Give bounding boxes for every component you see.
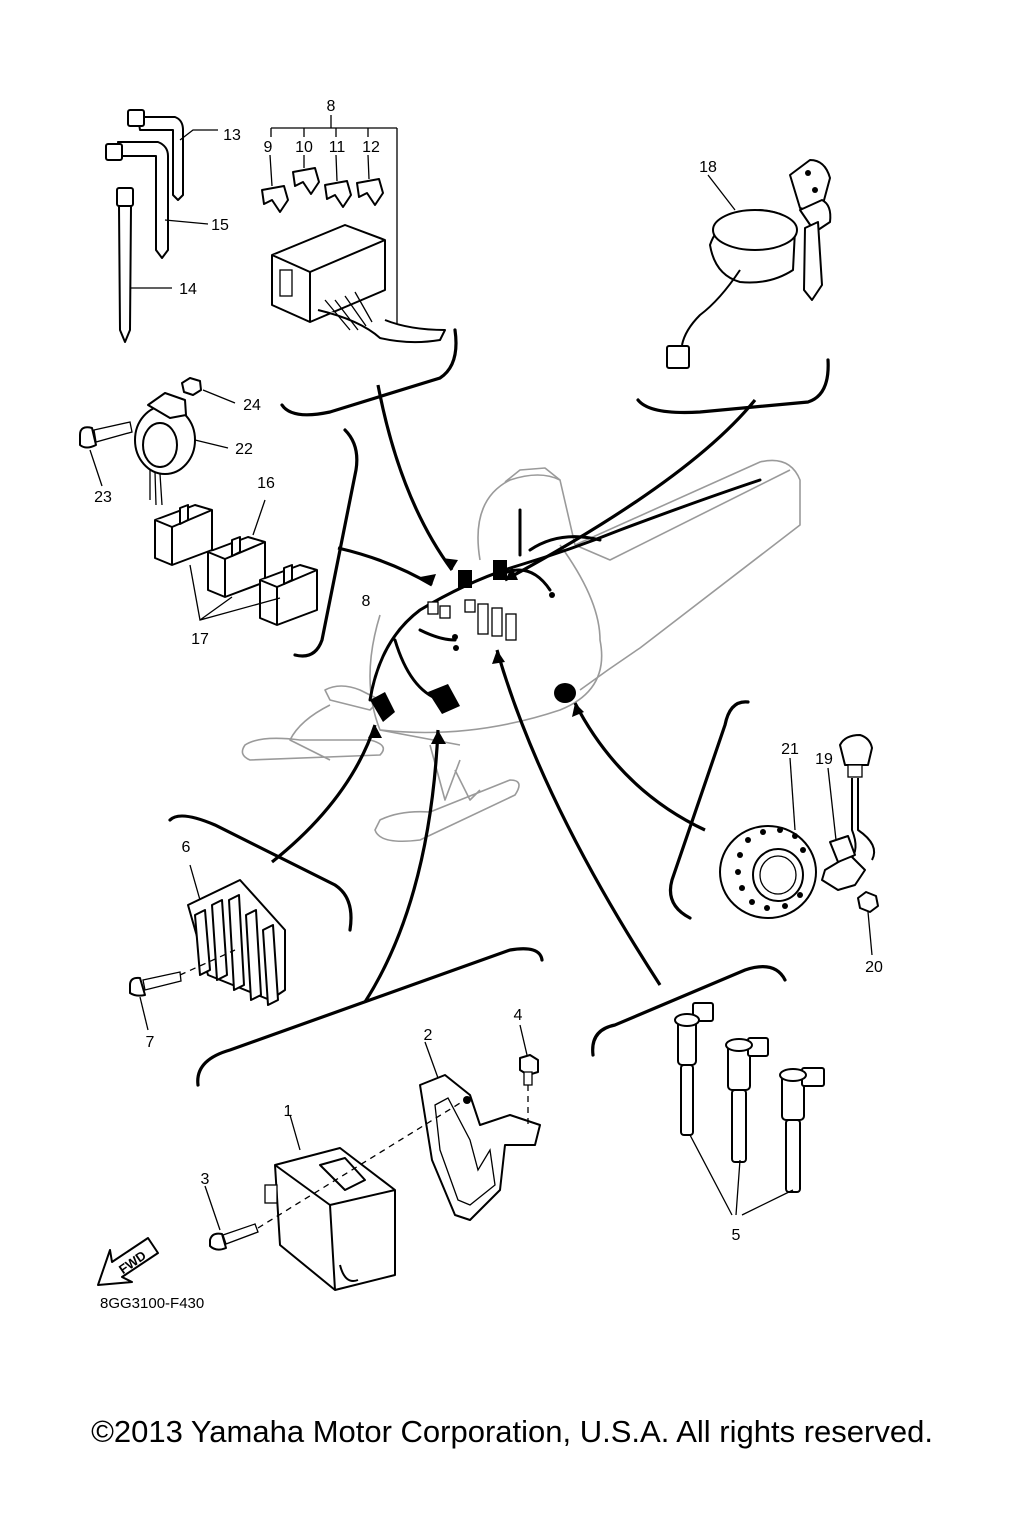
callout-8: 8 [327,98,336,115]
callout-23: 23 [94,489,112,506]
ignition-switch [666,159,832,369]
fuse-box-body [271,224,446,344]
relay-1 [154,504,213,566]
speed-sensor [821,734,876,891]
zip-tie-14 [116,187,172,343]
callout-19: 19 [815,751,833,768]
fuse-10 [292,155,320,195]
cdi-unit [264,1114,396,1291]
zip-ties [105,109,218,343]
mounting-bracket [419,1041,541,1221]
ignition-coil-2 [725,1037,769,1163]
bolt-3 [204,1099,466,1251]
callout-15: 15 [211,217,229,234]
trigger-wheel [719,757,817,919]
relays [154,499,318,626]
callout-17: 17 [191,631,209,648]
callout-13: 13 [223,127,241,144]
callout-5: 5 [732,1227,741,1244]
callout-14: 14 [179,281,197,298]
ignition-coil-3 [779,1067,825,1193]
zip-tie-13 [127,109,218,201]
relay-2 [207,536,266,598]
callout-2: 2 [424,1027,433,1044]
callout-10: 10 [295,139,313,156]
callout-9: 9 [264,139,273,156]
callout-labels: 1 2 3 4 5 6 7 8 8 9 10 11 12 13 14 15 16… [94,98,883,1244]
callout-1: 1 [284,1103,293,1120]
callout-16: 16 [257,475,275,492]
relay-3 [259,564,318,626]
bolt-23 [79,421,133,487]
horn [79,377,236,506]
callout-7: 7 [146,1034,155,1051]
callout-21: 21 [781,741,799,758]
rectifier-regulator [129,864,286,1031]
callout-24: 24 [243,397,261,414]
callout-6: 6 [182,839,191,856]
fuse-11 [324,154,352,208]
callout-3: 3 [201,1171,210,1188]
callout-22: 22 [235,441,253,458]
copyright-notice: ©2013 Yamaha Motor Corporation, U.S.A. A… [91,1414,933,1449]
bolt-4 [519,1024,539,1125]
fuse-box [261,115,446,344]
callout-18: 18 [699,159,717,176]
group-brackets [168,328,830,1087]
zip-tie-15 [105,141,209,259]
ignition-coil-1 [674,1002,714,1136]
callout-8-harness: 8 [362,593,371,610]
nut-24 [181,377,236,404]
fuse-9 [261,154,289,213]
bolt-7 [129,949,236,1031]
callout-12: 12 [362,139,380,156]
ignition-coils [674,1002,825,1216]
diagram-code: 8GG3100-F430 [100,1295,204,1312]
callout-20: 20 [865,959,883,976]
fwd-arrow: FWD [97,1237,159,1286]
callout-4: 4 [514,1007,523,1024]
fuse-12 [356,154,384,206]
callout-11: 11 [329,139,346,156]
wire-harness [368,478,762,722]
connection-arrows [271,384,757,1003]
nut-20 [857,891,879,956]
